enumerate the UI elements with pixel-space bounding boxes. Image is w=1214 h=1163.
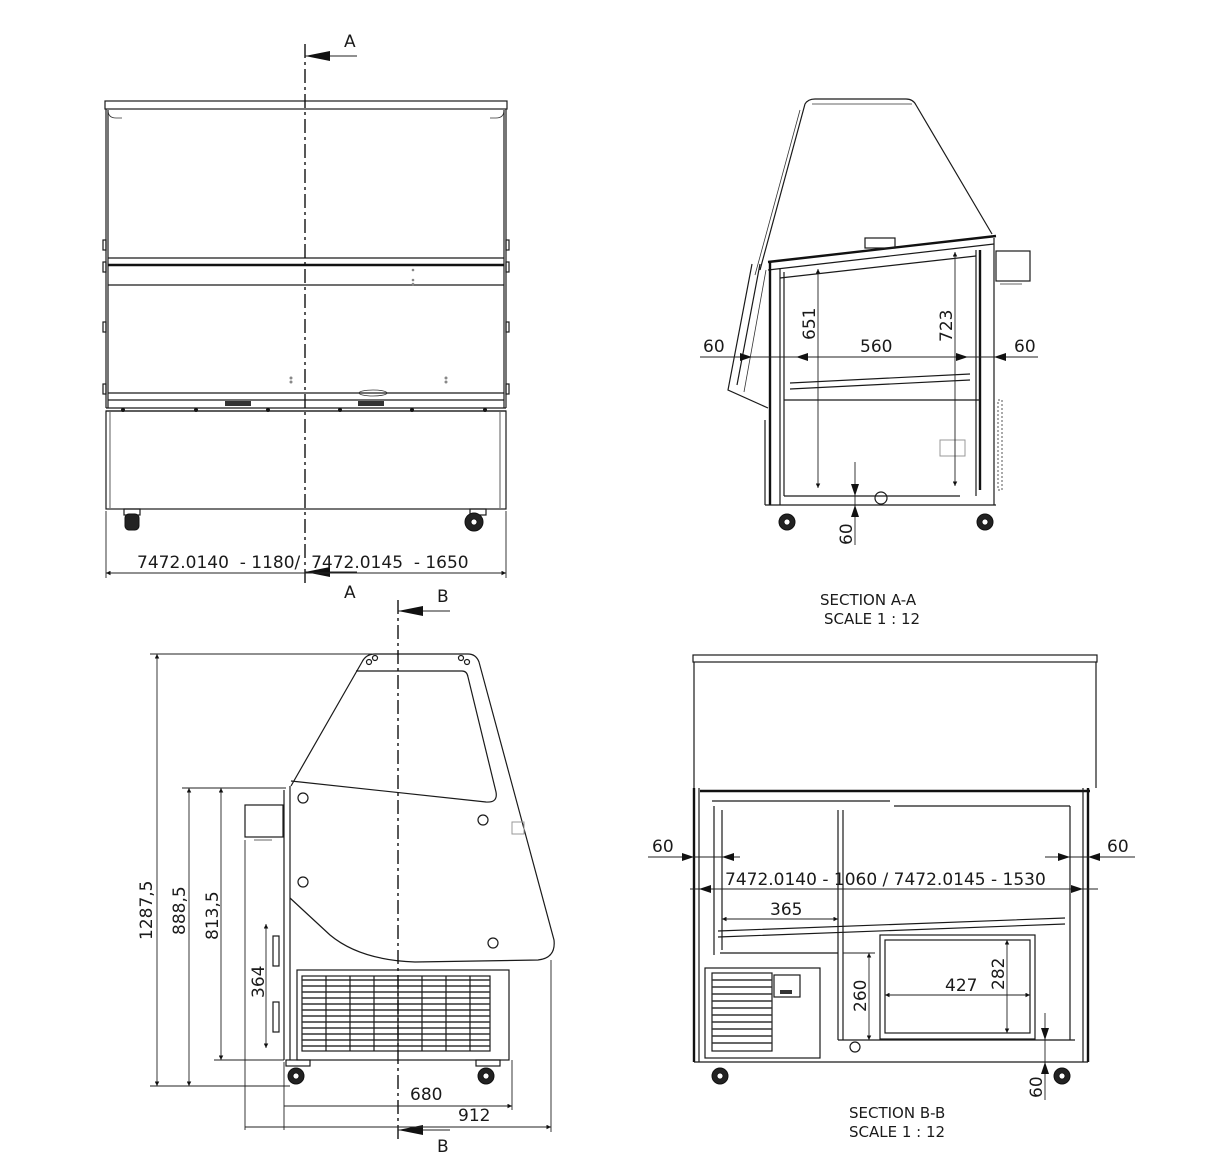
section-a-height-rear: 723 — [937, 310, 957, 342]
condenser-grille — [301, 975, 491, 1052]
section-a-inner-depth: 560 — [860, 337, 892, 357]
section-b-title: SECTION B-B — [849, 1104, 945, 1122]
section-b-b-view: 60 60 7472.0140 - 1060 / 7472.0145 - 153… — [648, 654, 1135, 1141]
side-view: B B 1287,5 888,5 813,5 364 680 912 — [137, 587, 555, 1157]
side-inner-depth: 680 — [410, 1085, 442, 1105]
section-marker-a-top: A — [344, 32, 356, 52]
section-b-drawer-height: 260 — [851, 980, 871, 1012]
section-b-bottom-offset: 60 — [1027, 1076, 1047, 1098]
section-marker-b-bottom: B — [437, 1137, 449, 1157]
overall-width-dimension: 7472.0140 - 1180/ 7472.0145 - 1650 — [137, 553, 469, 573]
front-view: A A 7472.0140 - 1180/ 7472.0145 - 1650 — [102, 32, 510, 603]
side-total-depth: 912 — [458, 1106, 490, 1126]
side-total-height: 1287,5 — [137, 881, 157, 940]
section-a-height-front: 651 — [800, 308, 820, 340]
front-left-caster — [123, 508, 141, 531]
section-a-left-clearance: 60 — [703, 337, 725, 357]
compressor-grille — [711, 972, 801, 1052]
side-unit-height: 364 — [249, 966, 269, 998]
section-marker-b-top: B — [437, 587, 449, 607]
section-a-a-view: 60 560 60 651 723 60 SECTION A-A SCALE 1… — [700, 98, 1038, 628]
section-a-scale: SCALE 1 : 12 — [824, 610, 920, 628]
section-b-door-width: 427 — [945, 976, 977, 996]
side-tank-height: 813,5 — [203, 891, 223, 940]
section-a-title: SECTION A-A — [820, 591, 917, 609]
front-right-caster — [464, 508, 487, 532]
section-b-door-height: 282 — [989, 958, 1009, 990]
section-b-right-clearance: 60 — [1107, 837, 1129, 857]
side-counter-height: 888,5 — [170, 886, 190, 935]
section-b-inner-width: 7472.0140 - 1060 / 7472.0145 - 1530 — [725, 870, 1046, 890]
section-marker-a-bottom: A — [344, 583, 356, 603]
section-b-left-clearance: 60 — [652, 837, 674, 857]
section-a-bottom-offset: 60 — [837, 523, 857, 545]
front-grille-marks — [225, 401, 384, 406]
section-b-scale: SCALE 1 : 12 — [849, 1123, 945, 1141]
section-b-compartment-width: 365 — [770, 900, 802, 920]
section-a-right-clearance: 60 — [1014, 337, 1036, 357]
